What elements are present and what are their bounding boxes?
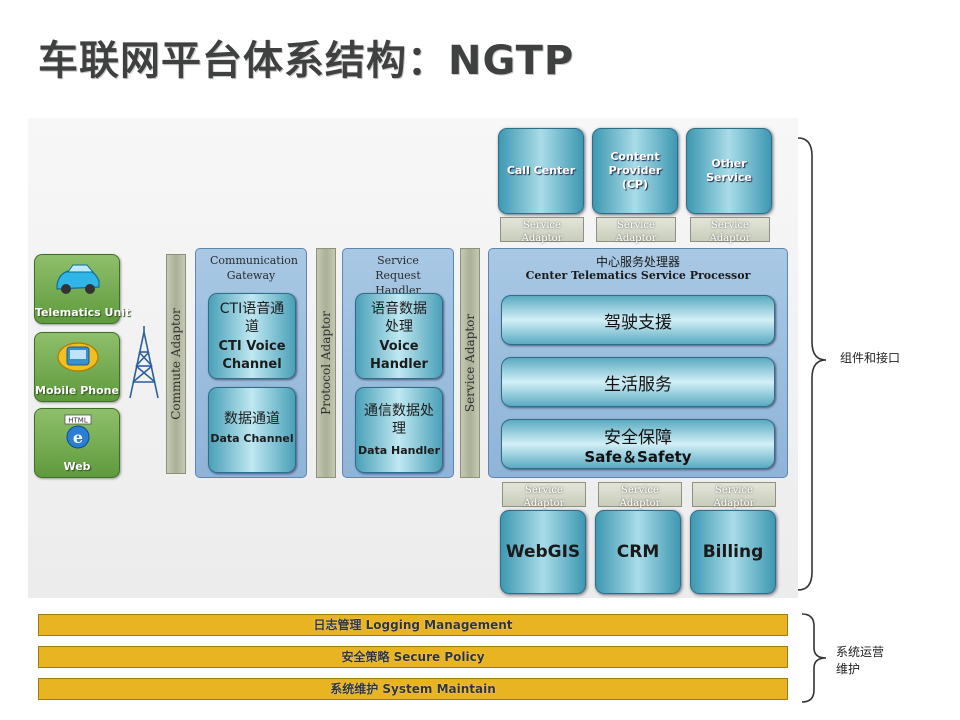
mobile-phone-icon bbox=[57, 342, 99, 372]
data-handler-en: Data Handler bbox=[357, 444, 441, 457]
data-channel-en: Data Channel bbox=[210, 432, 294, 445]
protocol-adaptor-label: Protocol Adaptor bbox=[319, 311, 333, 415]
service-row-safety: 安全保障 Safe＆Safety bbox=[501, 419, 775, 469]
device-mobile-phone: Mobile Phone bbox=[34, 332, 120, 402]
service-row-en: Safe＆Safety bbox=[584, 448, 692, 466]
cti-voice-channel: CTI语音通道 CTI Voice Channel bbox=[208, 293, 296, 379]
operations-brace bbox=[801, 613, 827, 703]
commute-adaptor-label: Commute Adaptor bbox=[169, 308, 183, 420]
web-browser-icon: HTML e bbox=[64, 414, 92, 449]
service-other: Other Service bbox=[686, 128, 772, 214]
data-handler-cn: 通信数据处理 bbox=[364, 403, 434, 437]
service-adaptor-top-1: Service Adaptor bbox=[500, 217, 584, 244]
device-label: Telematics Unit bbox=[35, 306, 131, 319]
service-crm: CRM bbox=[595, 510, 681, 594]
communication-gateway-title: Communication Gateway bbox=[210, 254, 298, 282]
service-row-driving-support: 驾驶支援 bbox=[501, 295, 775, 345]
data-channel: 数据通道 Data Channel bbox=[208, 387, 296, 473]
service-adaptor-bottom-3: Service Adaptor bbox=[692, 482, 776, 509]
ctsp-title-en: Center Telematics Service Processor bbox=[525, 269, 751, 282]
band-secure-policy: 安全策略 Secure Policy bbox=[38, 646, 788, 668]
device-telematics-unit: Telematics Unit bbox=[34, 254, 131, 324]
components-brace bbox=[797, 137, 827, 591]
service-adaptor-vertical-label: Service Adaptor bbox=[463, 313, 477, 413]
center-telematics-service-processor: 中心服务处理器 Center Telematics Service Proces… bbox=[488, 248, 788, 478]
adaptor-label: Service Adaptor bbox=[709, 220, 751, 244]
service-request-handler-title: Service Request Handler bbox=[375, 254, 421, 297]
ctsp-title-cn: 中心服务处理器 bbox=[595, 255, 680, 269]
service-adaptor-top-3: Service Adaptor bbox=[690, 217, 770, 244]
service-row-life-services: 生活服务 bbox=[501, 357, 775, 407]
data-handler: 通信数据处理 Data Handler bbox=[355, 387, 443, 473]
commute-adaptor: Commute Adaptor bbox=[166, 254, 186, 474]
service-webgis-label: WebGIS bbox=[505, 542, 581, 562]
adaptor-label: Service Adaptor bbox=[713, 485, 755, 509]
adaptor-label: Service Adaptor bbox=[615, 220, 657, 244]
components-brace-label: 组件和接口 bbox=[840, 351, 901, 365]
service-adaptor-bottom-1: Service Adaptor bbox=[502, 482, 586, 509]
voice-handler-cn: 语音数据处理 bbox=[371, 301, 427, 335]
protocol-adaptor: Protocol Adaptor bbox=[316, 248, 336, 478]
service-content-provider: Content Provider (CP) bbox=[592, 128, 678, 214]
service-adaptor-vertical: Service Adaptor bbox=[460, 248, 480, 478]
service-row-cn: 安全保障 bbox=[604, 428, 672, 448]
adaptor-label: Service Adaptor bbox=[619, 485, 661, 509]
service-webgis: WebGIS bbox=[500, 510, 586, 594]
service-adaptor-bottom-2: Service Adaptor bbox=[598, 482, 682, 509]
service-adaptor-top-2: Service Adaptor bbox=[596, 217, 676, 244]
service-content-provider-label: Content Provider (CP) bbox=[608, 150, 662, 191]
device-web: HTML e Web bbox=[34, 408, 120, 478]
adaptor-label: Service Adaptor bbox=[521, 220, 563, 244]
svg-text:e: e bbox=[73, 428, 83, 447]
voice-handler: 语音数据处理 Voice Handler bbox=[355, 293, 443, 379]
device-label: Mobile Phone bbox=[35, 384, 119, 397]
voice-handler-en: Voice Handler bbox=[370, 339, 428, 372]
service-other-label: Other Service bbox=[706, 157, 752, 184]
service-call-center: Call Center bbox=[498, 128, 584, 214]
service-billing: Billing bbox=[690, 510, 776, 594]
data-channel-cn: 数据通道 bbox=[224, 411, 280, 427]
service-billing-label: Billing bbox=[702, 542, 764, 562]
device-label: Web bbox=[63, 460, 91, 473]
car-icon bbox=[56, 264, 100, 294]
web-icon-text: HTML bbox=[68, 417, 88, 425]
page-title: 车联网平台体系结构：NGTP bbox=[38, 38, 575, 84]
cti-voice-channel-en: CTI Voice Channel bbox=[218, 339, 286, 372]
service-row-cn: 生活服务 bbox=[604, 375, 672, 395]
communication-gateway-panel: Communication Gateway CTI语音通道 CTI Voice … bbox=[195, 248, 307, 478]
antenna-tower-icon bbox=[129, 326, 159, 399]
service-crm-label: CRM bbox=[616, 542, 660, 562]
cti-voice-channel-cn: CTI语音通道 bbox=[219, 301, 285, 335]
band-system-maintain: 系统维护 System Maintain bbox=[38, 678, 788, 700]
service-call-center-label: Call Center bbox=[506, 164, 576, 177]
service-row-cn: 驾驶支援 bbox=[604, 313, 672, 333]
operations-brace-label: 系统运营维护 bbox=[836, 645, 885, 676]
adaptor-label: Service Adaptor bbox=[523, 485, 565, 509]
band-logging-management: 日志管理 Logging Management bbox=[38, 614, 788, 636]
service-request-handler-panel: Service Request Handler 语音数据处理 Voice Han… bbox=[342, 248, 454, 478]
